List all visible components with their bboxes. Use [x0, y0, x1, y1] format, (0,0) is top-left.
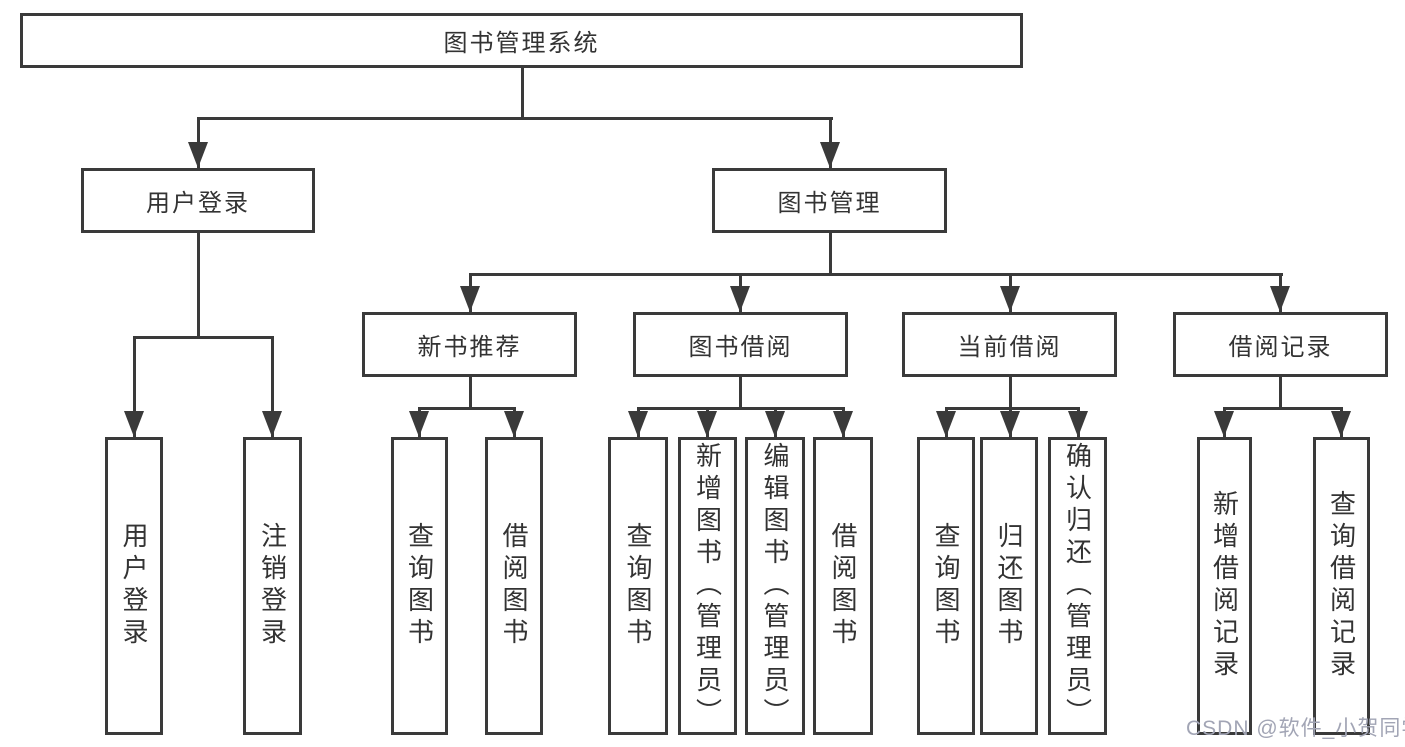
node-borrow-records: 借阅记录: [1173, 312, 1388, 377]
leaf-current-confirm-return-admin: 确认归还（管理员）: [1048, 437, 1107, 735]
arrowhead-recommend-icon: [460, 286, 480, 312]
leaf-logout: 注销登录: [243, 437, 302, 735]
arrowhead-leaf-user-login-icon: [124, 411, 144, 437]
leaf-current-confirm-return-admin-label: 确认归还（管理员）: [1062, 442, 1093, 730]
leaf-borrow-borrow-books: 借阅图书: [813, 437, 873, 735]
leaf-user-login: 用户登录: [105, 437, 163, 735]
arrowhead-borrow-add-icon: [697, 411, 717, 437]
arrowhead-borrow-query-icon: [628, 411, 648, 437]
leaf-logout-label: 注销登录: [257, 522, 288, 650]
leaf-current-query-books-label: 查询图书: [931, 522, 961, 650]
leaf-borrow-add-books-admin-label: 新增图书（管理员）: [692, 442, 723, 730]
leaf-user-login-label: 用户登录: [119, 522, 149, 650]
connector-record-bar: [1223, 407, 1343, 410]
node-book-management: 图书管理: [712, 168, 947, 233]
node-user-login: 用户登录: [81, 168, 315, 233]
leaf-borrow-edit-books-admin-label: 编辑图书（管理员）: [760, 442, 790, 730]
leaf-recommend-query-books-label: 查询图书: [404, 522, 435, 650]
leaf-record-query-borrow-record-label: 查询借阅记录: [1326, 490, 1357, 682]
connector-mgmt-bar: [469, 273, 1283, 276]
connector-to-leaf-logout: [271, 336, 274, 437]
arrowhead-recommend-query-icon: [409, 411, 429, 437]
arrowhead-current-query-icon: [936, 411, 956, 437]
arrowhead-record-query-icon: [1331, 411, 1351, 437]
connector-current-stem: [1009, 377, 1012, 410]
arrowhead-borrow-edit-icon: [765, 411, 785, 437]
arrowhead-current-confirm-icon: [1068, 411, 1088, 437]
connector-record-stem: [1279, 377, 1282, 410]
leaf-borrow-query-books-label: 查询图书: [623, 522, 653, 650]
arrowhead-borrow-icon: [730, 286, 750, 312]
node-current-borrow: 当前借阅: [902, 312, 1117, 377]
arrowhead-borrow-borrow-icon: [833, 411, 853, 437]
leaf-record-query-borrow-record: 查询借阅记录: [1313, 437, 1370, 735]
leaf-current-query-books: 查询图书: [917, 437, 975, 735]
leaf-record-add-borrow-record-label: 新增借阅记录: [1209, 490, 1240, 682]
node-book-borrow: 图书借阅: [633, 312, 848, 377]
connector-recommend-stem: [469, 377, 472, 410]
leaf-borrow-add-books-admin: 新增图书（管理员）: [678, 437, 737, 735]
connector-to-leaf-user-login: [133, 336, 136, 437]
connector-mgmt-stem: [829, 233, 832, 276]
leaf-recommend-borrow-books-label: 借阅图书: [499, 522, 529, 650]
leaf-current-return-books: 归还图书: [980, 437, 1038, 735]
connector-borrow-stem: [739, 377, 742, 410]
arrowhead-current-icon: [1000, 286, 1020, 312]
arrowhead-current-return-icon: [1000, 411, 1020, 437]
leaf-recommend-query-books: 查询图书: [391, 437, 448, 735]
arrowhead-record-icon: [1270, 286, 1290, 312]
node-root: 图书管理系统: [20, 13, 1023, 68]
connector-root-stem: [521, 68, 524, 120]
connector-current-bar: [945, 407, 1080, 410]
connector-recommend-bar: [418, 407, 516, 410]
leaf-recommend-borrow-books: 借阅图书: [485, 437, 543, 735]
arrowhead-book-mgmt-icon: [820, 142, 840, 168]
connector-user-stem: [197, 233, 200, 339]
arrowhead-user-login-icon: [188, 142, 208, 168]
connector-borrow-bar: [637, 407, 845, 410]
connector-user-bar: [133, 336, 274, 339]
arrowhead-leaf-logout-icon: [262, 411, 282, 437]
leaf-current-return-books-label: 归还图书: [994, 522, 1024, 650]
connector-root-bar: [197, 117, 833, 120]
leaf-borrow-edit-books-admin: 编辑图书（管理员）: [745, 437, 805, 735]
node-new-book-recommend: 新书推荐: [362, 312, 577, 377]
csdn-watermark: CSDN @软件_小贺同学: [1186, 717, 1405, 740]
leaf-borrow-borrow-books-label: 借阅图书: [828, 522, 858, 650]
leaf-borrow-query-books: 查询图书: [608, 437, 668, 735]
arrowhead-record-add-icon: [1214, 411, 1234, 437]
arrowhead-recommend-borrow-icon: [504, 411, 524, 437]
leaf-record-add-borrow-record: 新增借阅记录: [1197, 437, 1252, 735]
